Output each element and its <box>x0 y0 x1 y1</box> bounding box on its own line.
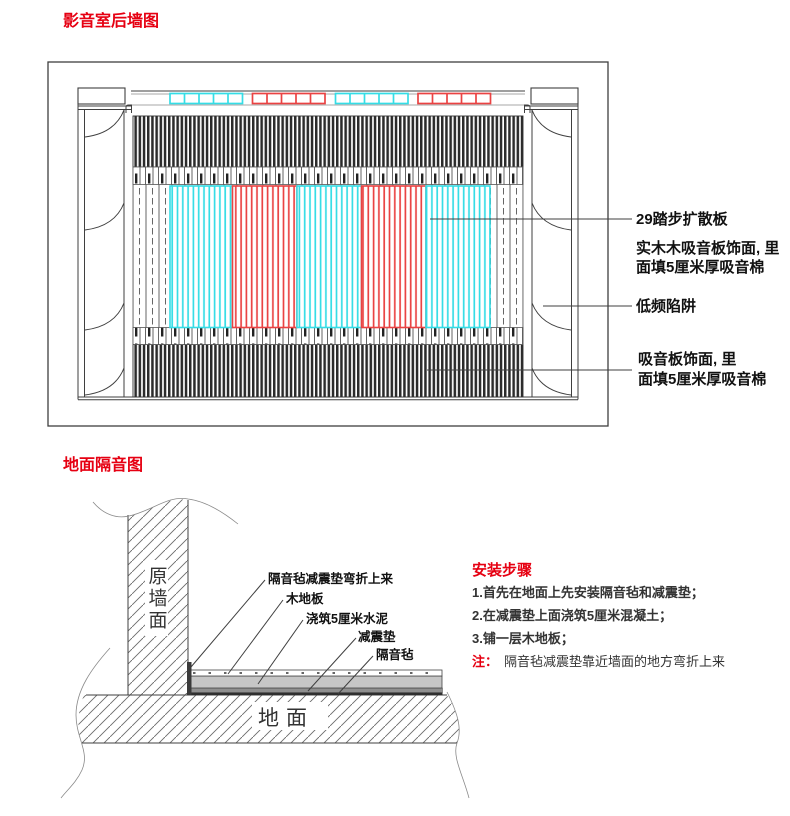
install-step-3: 3.铺一层木地板； <box>472 631 574 647</box>
wood-floor-layer <box>188 669 443 677</box>
install-note-text: 隔音毡减震垫靠近墙面的地方弯折上来 <box>504 654 725 669</box>
install-steps-panel: 安装步骤 1.首先在地面上先安装隔音毡和减震垫； 2.在减震垫上面浇筑5厘米混凝… <box>472 561 725 669</box>
label-sound-felt: 隔音毡 <box>376 647 414 662</box>
diffuser-panel-red <box>360 185 427 329</box>
absorber-band-bottom <box>132 344 524 398</box>
label-original-wall: 原墙面 <box>146 566 168 632</box>
bass-trap-column-left <box>84 109 125 397</box>
install-step-1: 1.首先在地面上先安装隔音毡和减震垫； <box>472 585 704 601</box>
wall-structure-lines <box>77 87 579 401</box>
callout-diffuser: 29踏步扩散板 <box>636 210 729 228</box>
ground-break-line-right <box>446 691 470 799</box>
wall-callout-labels: 29踏步扩散板 实木木吸音板饰面, 里 面填5厘米厚吸音棉 低频陷阱 吸音板饰面… <box>635 210 779 388</box>
diffuser-block-group-red <box>417 92 492 105</box>
diffuser-panel-cyan <box>169 185 234 329</box>
label-ground: 地面 <box>258 706 314 730</box>
ground-break-line-left <box>60 647 111 799</box>
absorber-band-top <box>132 115 524 168</box>
bass-trap-column-right <box>531 109 572 397</box>
floor-soundproofing-diagram: 地面隔音图 原墙面 地面 <box>60 455 725 799</box>
install-step-2: 2.在减震垫上面浇筑5厘米混凝土； <box>472 608 672 624</box>
bent-up-felt-strip <box>187 662 192 695</box>
ground-section: 地面 <box>60 647 470 799</box>
diffuser-panel-red <box>231 185 298 329</box>
wall-diagram-title: 影音室后墙图 <box>63 11 159 30</box>
diffuser-panel-cyan <box>296 185 363 329</box>
callout-absorber-line2: 面填5厘米厚吸音棉 <box>638 370 766 388</box>
diffuser-block-group-cyan <box>334 92 409 105</box>
label-bent-up-felt: 隔音毡减震垫弯折上来 <box>268 571 394 586</box>
diffuser-panel-cyan <box>425 185 491 329</box>
callout-solid-wood-line2: 面填5厘米厚吸音棉 <box>636 258 764 276</box>
install-note-prefix: 注： <box>472 654 498 669</box>
rail-hook-right <box>524 104 531 113</box>
label-damping-pad: 减震垫 <box>358 629 396 644</box>
floor-assembly-layers <box>187 662 443 695</box>
floor-layer-labels: 隔音毡减震垫弯折上来 木地板 浇筑5厘米水泥 减震垫 隔音毡 <box>268 571 414 662</box>
diffuser-block-group-cyan <box>169 92 244 105</box>
felt-layer <box>188 692 443 695</box>
rail-hook-left <box>125 104 132 113</box>
callout-absorber-line1: 吸音板饰面, 里 <box>638 350 736 368</box>
original-wall-section: 原墙面 <box>92 497 239 695</box>
floor-label-leaders <box>190 579 374 695</box>
label-cement: 浇筑5厘米水泥 <box>306 611 388 626</box>
callout-solid-wood-line1: 实木木吸音板饰面, 里 <box>636 239 779 257</box>
label-wood-floor: 木地板 <box>285 591 324 606</box>
install-steps-title: 安装步骤 <box>472 561 532 579</box>
center-diffuser-panels <box>169 185 491 329</box>
wall-callout-leaders <box>427 218 632 371</box>
callout-bass-trap: 低频陷阱 <box>635 297 696 315</box>
rear-wall-diagram: 影音室后墙图 <box>47 11 779 427</box>
diffuser-block-group-red <box>251 92 326 105</box>
floor-diagram-title: 地面隔音图 <box>63 455 143 474</box>
damping-pad-layer <box>188 687 443 693</box>
wall-break-line <box>92 497 239 525</box>
top-diffuser-blocks <box>169 92 492 105</box>
